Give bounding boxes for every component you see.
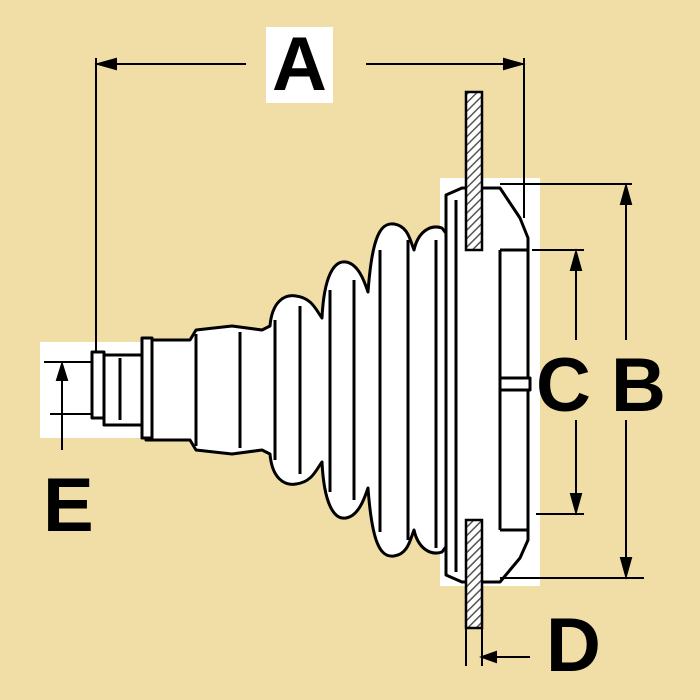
dimension-label-b: B xyxy=(611,343,666,428)
dimension-label-a: A xyxy=(266,27,333,103)
dimension-d xyxy=(465,628,530,666)
flange xyxy=(444,186,532,584)
panel-wall xyxy=(464,90,484,630)
dimension-label-e: E xyxy=(43,463,94,548)
dimension-c xyxy=(532,248,584,516)
dimension-label-d: D xyxy=(546,603,601,688)
bellows-boot xyxy=(90,222,450,558)
dimension-label-c: C xyxy=(536,343,591,428)
dimension-a xyxy=(94,57,526,352)
dimension-e xyxy=(44,360,92,450)
dimension-b xyxy=(500,182,644,580)
